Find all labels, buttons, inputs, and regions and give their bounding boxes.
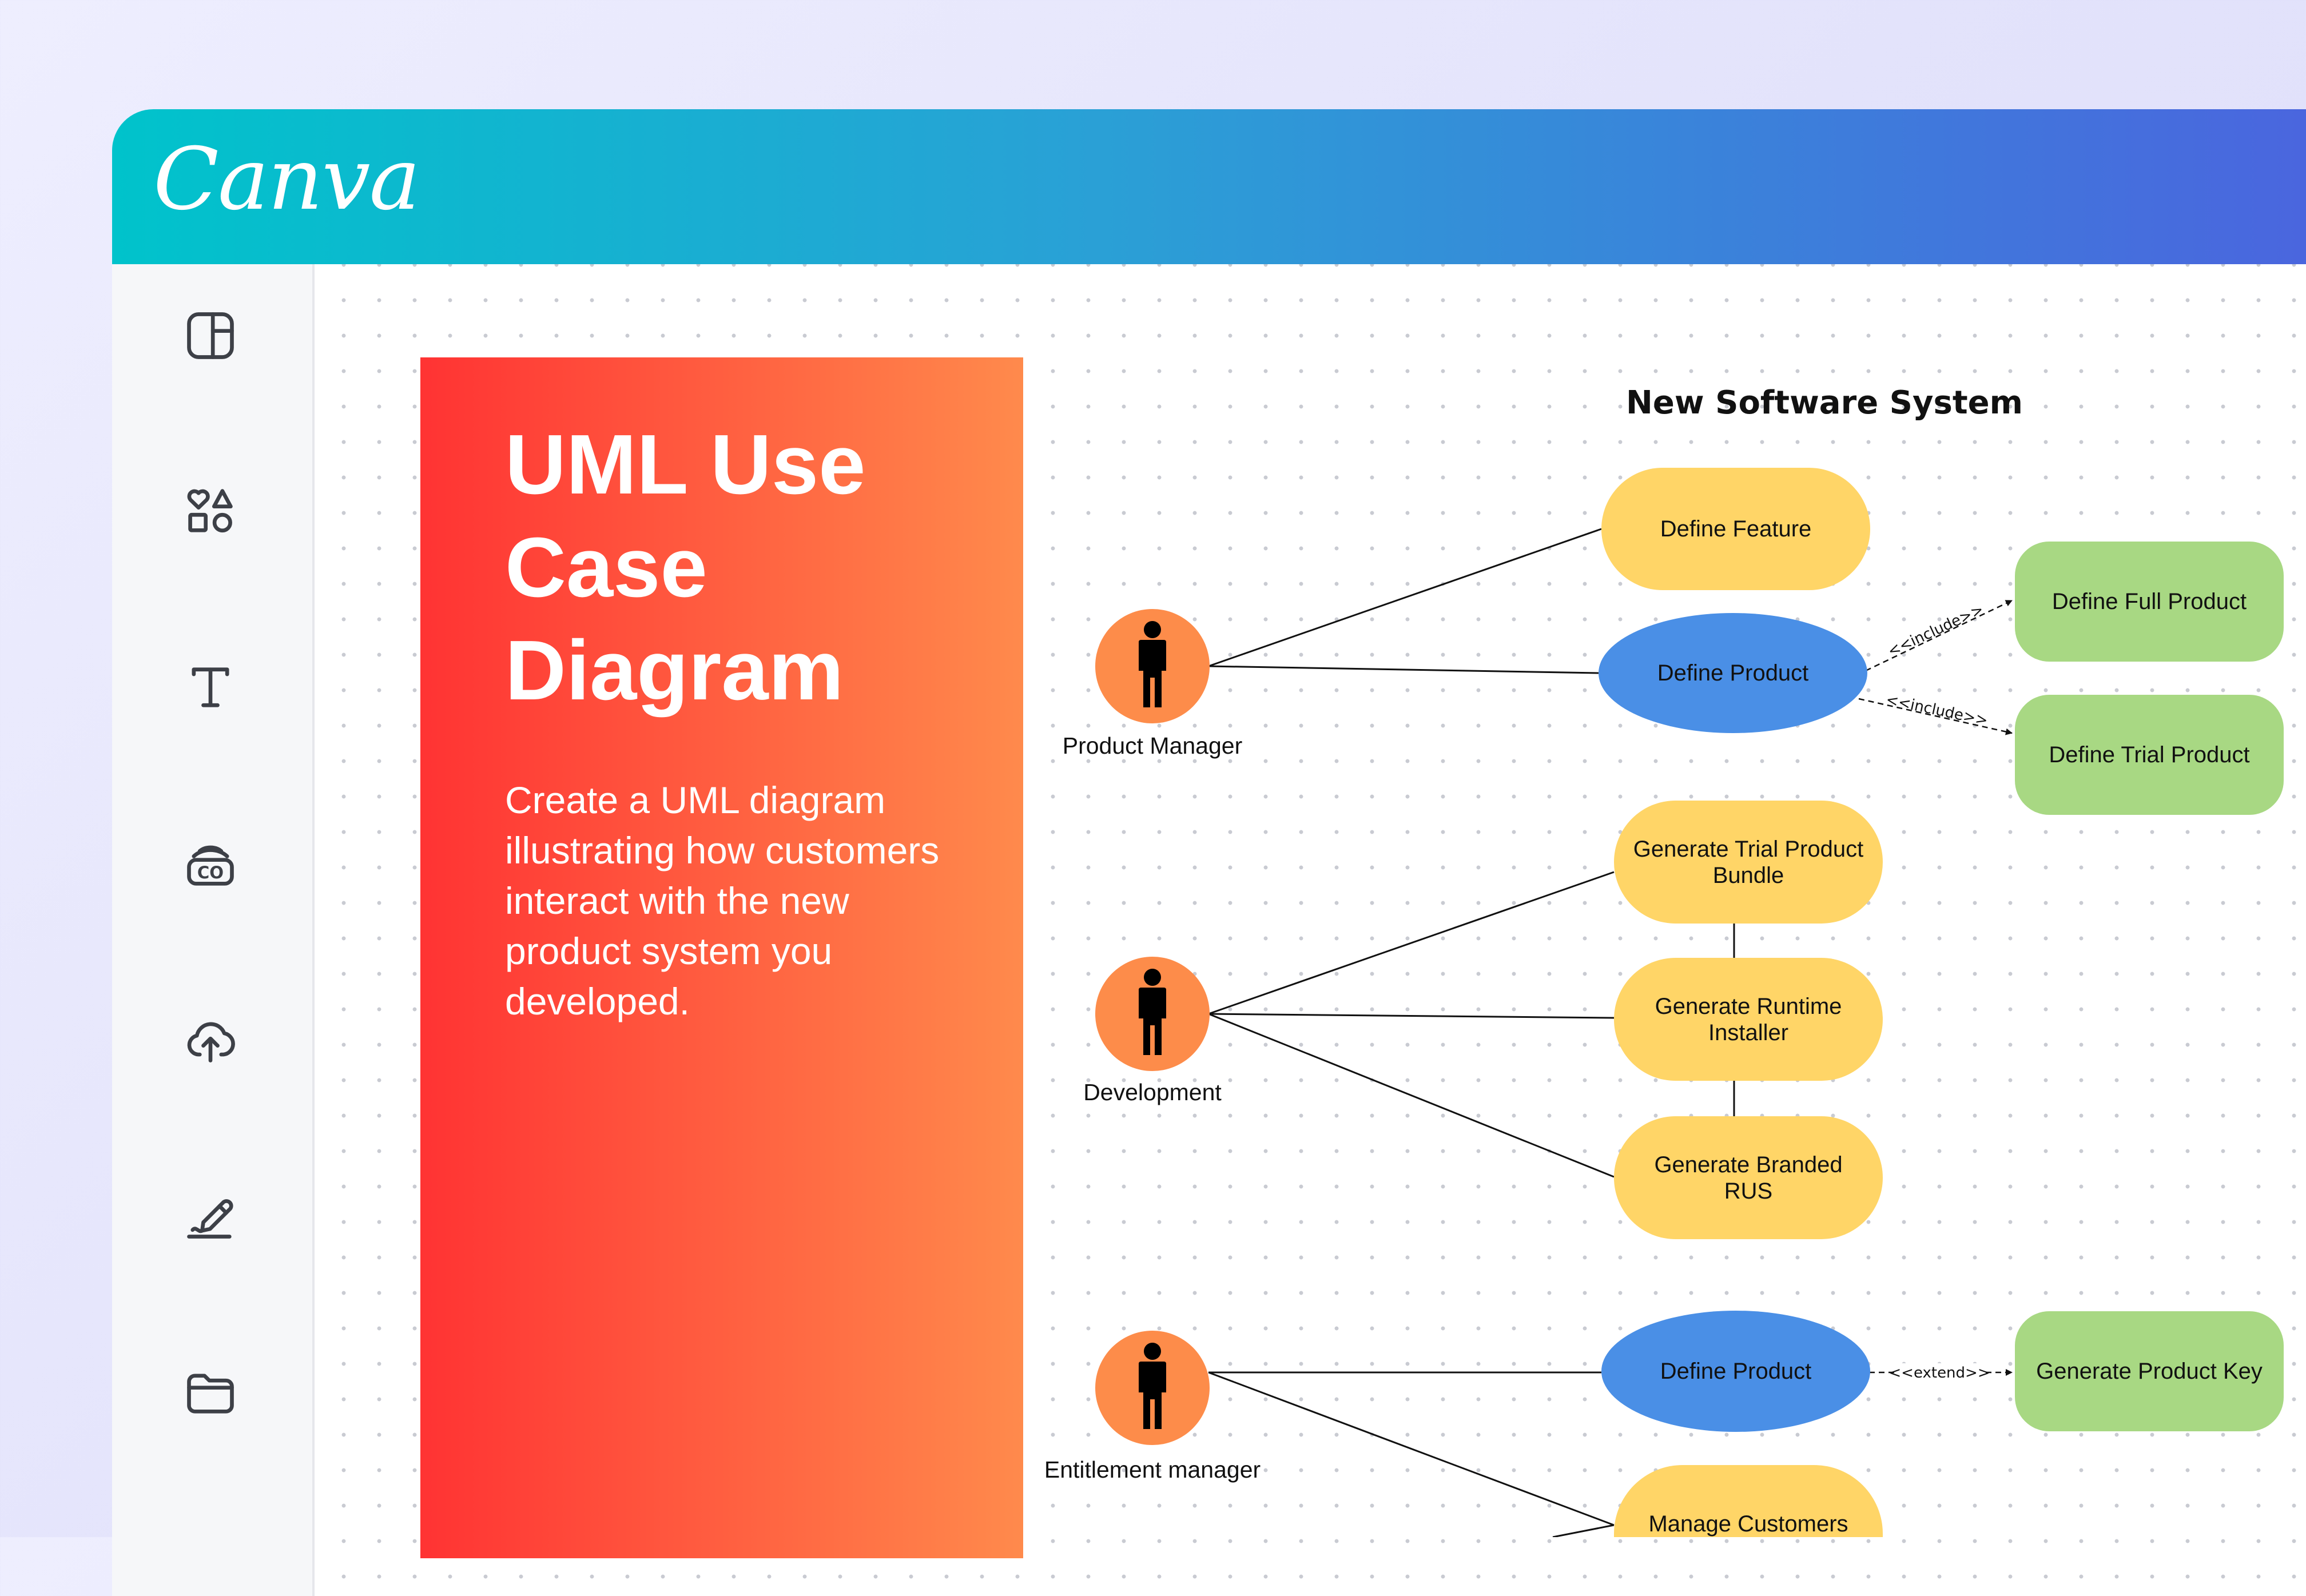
include-arrow [1858,698,2013,735]
hero-description: Create a UML diagram illustrating how cu… [505,779,940,1022]
association-line [1208,1013,1615,1178]
use-case-define-full-product[interactable]: Define Full Product [2015,542,2284,662]
actor-entitlement-manager[interactable] [1095,1331,1210,1445]
use-case-generate-product-key[interactable]: Generate Product Key [2015,1311,2284,1431]
top-bar: Canva [112,109,2306,264]
brand-kit-icon: CO [187,845,234,886]
actor-product-manager[interactable] [1095,609,1210,723]
sidebar-item-brand[interactable]: CO [176,830,245,899]
actor-label: Product Manager [1062,733,1243,759]
sidebar-item-projects[interactable] [176,1358,245,1427]
hero-title: UML Use Case Diagram [505,417,866,718]
svg-text:CO: CO [197,863,224,882]
association-line [1208,1371,1615,1526]
actor-label: Entitlement manager [1044,1456,1261,1483]
canva-logo[interactable]: Canva [153,130,420,229]
person-icon [1139,621,1166,707]
association-line [1208,665,1599,674]
use-case-define-feature[interactable]: Define Feature [1601,468,1870,590]
use-case-generate-runtime-installer[interactable]: Generate Runtime Installer [1614,958,1883,1081]
hero-card[interactable]: UML Use Case Diagram Create a UML diagra… [420,357,1023,1558]
use-case-define-product[interactable]: Define Product [1599,613,1867,733]
diagram-title: New Software System [1626,384,2023,421]
sidebar-item-uploads[interactable] [176,1005,245,1073]
relation-label-include: <<include>> [1885,601,1986,660]
person-icon [1139,969,1166,1055]
sidebar-item-elements[interactable] [176,477,245,546]
folder-icon [187,1374,234,1414]
use-case-define-product-entitlement[interactable]: Define Product [1601,1311,1870,1432]
person-icon [1139,1343,1166,1429]
actor-label: Development [1083,1079,1222,1105]
sidebar-item-text[interactable] [176,653,245,722]
use-case-manage-customers[interactable]: Manage Customers [1614,1465,1883,1537]
layout-icon [187,312,234,359]
draw-icon [187,1199,233,1239]
diagram-connectors: <<include>> <<include>> <<extend>> [1208,528,2013,1537]
use-case-define-trial-product[interactable]: Define Trial Product [2015,695,2284,815]
text-icon [192,667,229,707]
relation-label-include: <<include>> [1884,691,1990,730]
include-arrow [1865,599,2013,672]
cloud-upload-icon [187,1022,235,1062]
relation-label-extend: <<extend>> [1888,1364,1990,1382]
sidebar-item-design[interactable] [176,301,245,370]
use-case-generate-trial-product-bundle[interactable]: Generate Trial Product Bundle [1614,801,1883,924]
association-line [1208,1013,1615,1019]
sidebar-item-draw[interactable] [176,1181,245,1249]
association-line [1552,1524,1615,1537]
shapes-icon [187,489,233,533]
association-line [1208,528,1602,667]
association-line [1208,871,1615,1015]
actor-development[interactable] [1095,957,1210,1071]
use-case-generate-branded-rus[interactable]: Generate Branded RUS [1614,1116,1883,1239]
sidebar: CO [112,264,315,1596]
